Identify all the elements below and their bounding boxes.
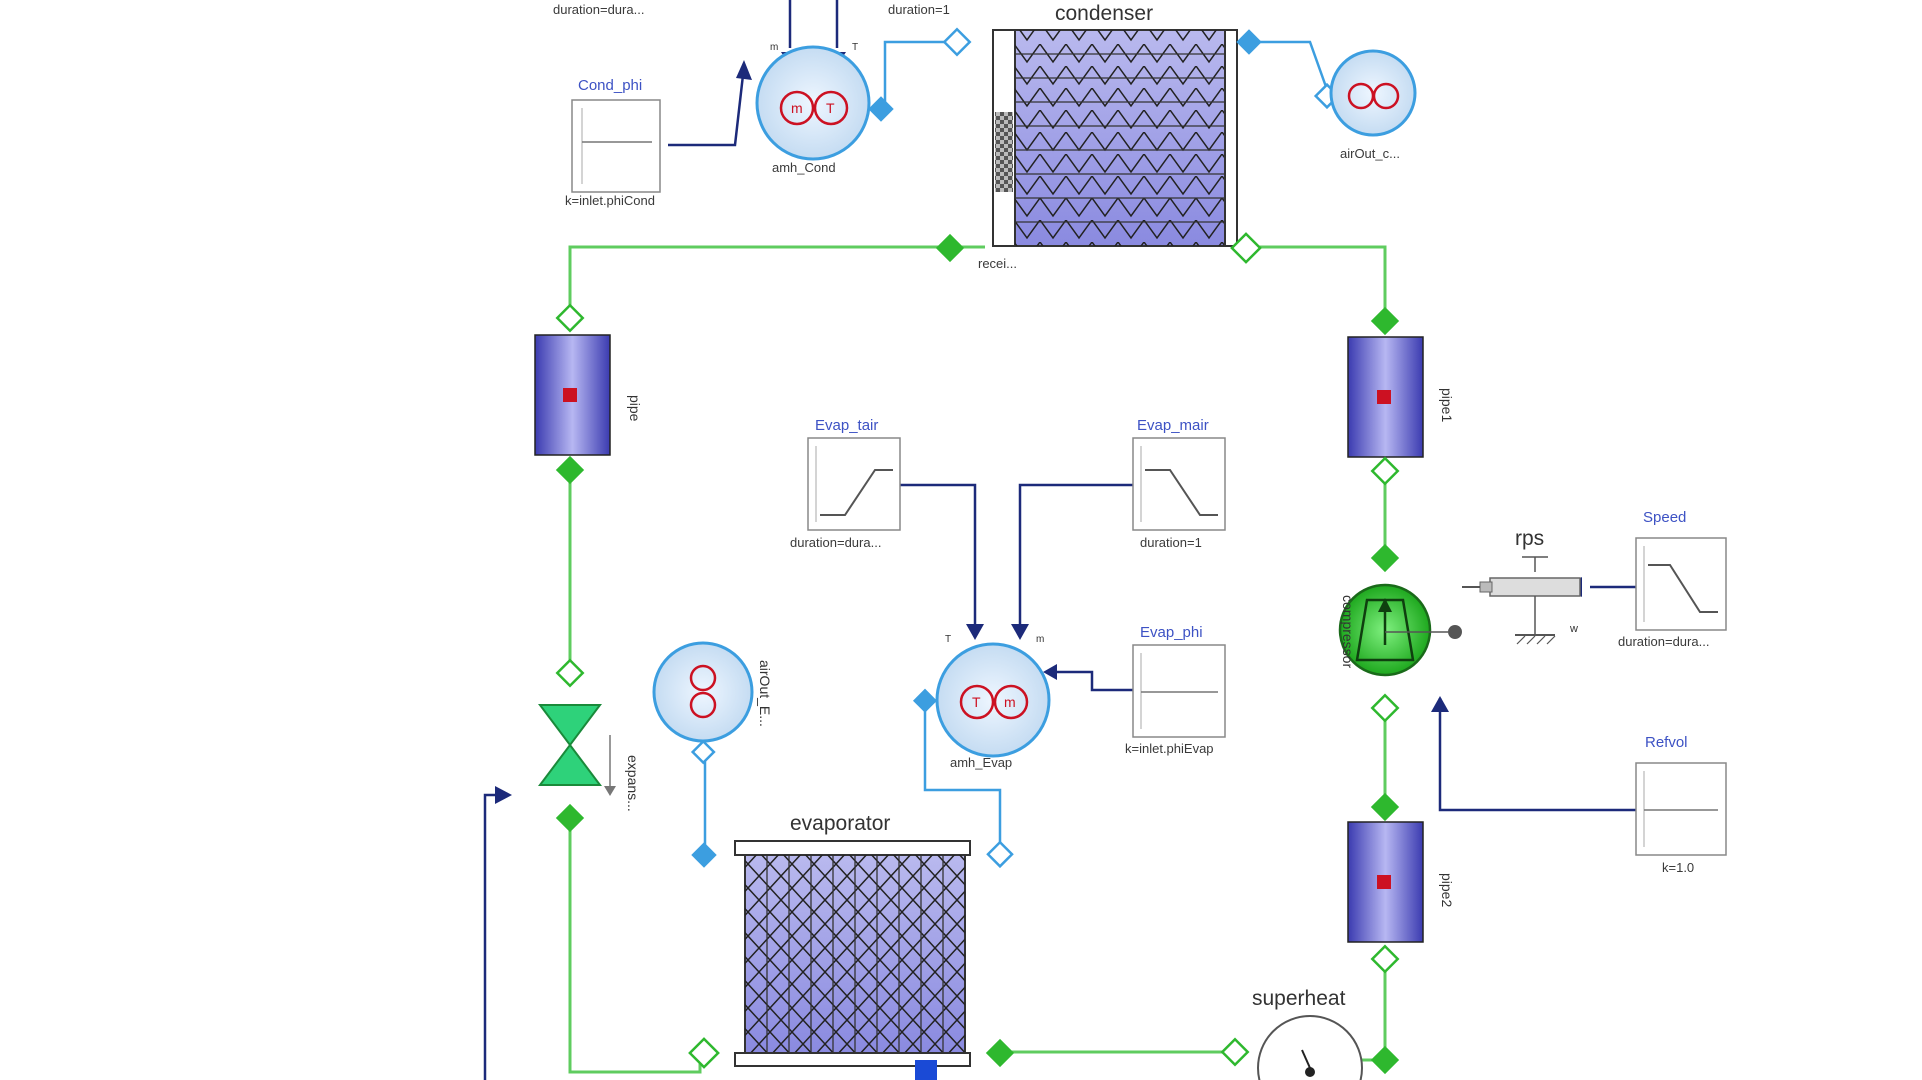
air-out-evap-label: airOut_E... (757, 660, 773, 727)
condenser-refrigerant-out-port[interactable] (935, 233, 965, 263)
compressor-shaft-flange[interactable] (1448, 625, 1462, 639)
pipe-left[interactable]: pipe (534, 334, 643, 456)
svg-text:m: m (1004, 694, 1016, 710)
pipe1-outlet-port[interactable] (1370, 306, 1400, 336)
svg-text:T: T (826, 100, 835, 116)
cond-phi-param: k=inlet.phiCond (565, 193, 655, 208)
amh-evap-label: amh_Evap (950, 755, 1012, 770)
svg-text:m: m (770, 42, 778, 53)
compressor-inlet-port[interactable] (1370, 693, 1400, 723)
amh-evap-port[interactable] (912, 688, 938, 713)
expansion-valve[interactable]: expans... (538, 704, 641, 812)
air-out-cond-sink[interactable]: airOut_c... (1329, 49, 1417, 161)
svg-text:T: T (852, 42, 858, 53)
svg-text:T: T (972, 694, 981, 710)
pipe-right-1[interactable]: pipe1 (1347, 336, 1455, 458)
evaporator-air-in-port[interactable] (986, 840, 1014, 869)
svg-text:T: T (945, 634, 951, 645)
superheat-inlet-port[interactable] (1220, 1037, 1250, 1067)
evap-mair-source[interactable]: Evap_mair duration=1 (1132, 417, 1226, 550)
rps-label: rps (1515, 527, 1544, 550)
air-lines (703, 40, 1332, 855)
compressor[interactable]: compressor (1338, 583, 1432, 677)
temperature-icon (813, 90, 849, 126)
superheat-sensor[interactable]: superheat (1252, 987, 1363, 1080)
amh-evap-boundary[interactable]: T m T m amh_Evap (935, 634, 1051, 770)
evap-phi-param: k=inlet.phiEvap (1125, 741, 1214, 756)
condenser[interactable]: condenser recei... (978, 2, 1238, 271)
svg-text:m: m (791, 100, 803, 116)
compressor-outlet-port[interactable] (1370, 543, 1400, 573)
evaporator-heat-port[interactable] (915, 1060, 937, 1080)
amh-cond-label: amh_Cond (772, 160, 836, 175)
compressor-label: compressor (1340, 595, 1356, 668)
pipe1-inlet-port[interactable] (1370, 456, 1400, 486)
cond-phi-name: Cond_phi (578, 77, 642, 94)
evaporator-refrigerant-in-port[interactable] (688, 1037, 720, 1069)
pipe-inlet-port[interactable] (555, 303, 585, 333)
air-out-evap-port[interactable] (690, 739, 716, 765)
refvol-param: k=1.0 (1662, 860, 1694, 875)
refvol-name: Refvol (1645, 734, 1688, 751)
evap-phi-name: Evap_phi (1140, 624, 1203, 641)
evaporator-label: evaporator (790, 812, 890, 835)
speed-source[interactable]: Speed duration=dura... (1618, 509, 1727, 649)
air-out-evap-sink[interactable]: airOut_E... (652, 641, 773, 743)
evap-phi-source[interactable]: Evap_phi k=inlet.phiEvap (1125, 624, 1226, 756)
valve-outlet-port[interactable] (555, 803, 585, 833)
evap-mair-name: Evap_mair (1137, 417, 1209, 434)
condenser-refrigerant-in-port[interactable] (1230, 232, 1262, 264)
pressure-icon (779, 90, 815, 126)
top-source-param: duration=1 (888, 2, 950, 17)
valve-label: expans... (625, 755, 641, 812)
superheat-outlet-port[interactable] (1370, 1045, 1400, 1075)
condenser-label: condenser (1055, 2, 1153, 25)
pipe-right-2[interactable]: pipe2 (1347, 821, 1455, 943)
condenser-air-out-port[interactable] (1236, 29, 1262, 55)
air-out-cond-label: airOut_c... (1340, 146, 1400, 161)
top-left-source-param: duration=dura... (553, 2, 644, 17)
amh-cond-port[interactable] (868, 96, 894, 122)
evaporator-air-out-port[interactable] (691, 842, 717, 868)
pipe-left-label: pipe (627, 395, 643, 422)
speed-param: duration=dura... (1618, 634, 1709, 649)
evap-tair-source[interactable]: Evap_tair duration=dura... (790, 417, 901, 550)
evaporator[interactable]: evaporator (734, 812, 971, 1080)
evap-mair-param: duration=1 (1140, 535, 1202, 550)
superheat-label: superheat (1252, 987, 1346, 1010)
evap-tair-param: duration=dura... (790, 535, 881, 550)
pipe-outlet-port[interactable] (555, 455, 585, 485)
evaporator-refrigerant-out-port[interactable] (985, 1038, 1015, 1068)
cond-air-in-port[interactable] (942, 27, 972, 57)
pipe1-label: pipe1 (1439, 388, 1455, 422)
pipe2-label: pipe2 (1439, 873, 1455, 907)
refvol-source[interactable]: Refvol k=1.0 (1635, 734, 1727, 875)
valve-inlet-port[interactable] (555, 658, 585, 688)
evap-tair-name: Evap_tair (815, 417, 878, 434)
condenser-port-label: recei... (978, 256, 1017, 271)
pipe2-inlet-port[interactable] (1370, 944, 1400, 974)
speed-name: Speed (1643, 509, 1686, 526)
amh-cond-boundary[interactable]: m T m T amh_Cond (755, 42, 871, 175)
svg-text:w: w (1569, 623, 1578, 635)
svg-text:m: m (1036, 634, 1044, 645)
pipe2-outlet-port[interactable] (1370, 792, 1400, 822)
rps-speed-actuator[interactable]: rps w (1462, 527, 1581, 645)
cond-phi-source[interactable]: Cond_phi k=inlet.phiCond (565, 77, 661, 208)
